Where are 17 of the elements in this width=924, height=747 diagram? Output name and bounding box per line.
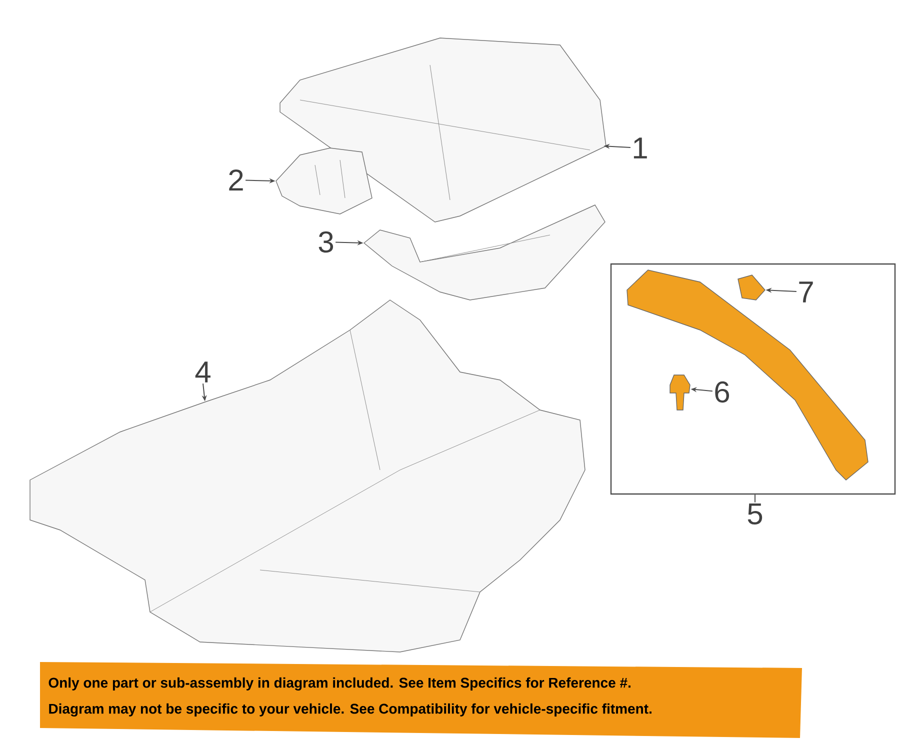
callout-number: 5 <box>748 504 762 524</box>
clip-drawing <box>738 274 766 300</box>
callout-number: 7 <box>799 282 813 302</box>
notice-text: Only one part or sub-assembly in diagram included. See Item Specifics for Reference #. <box>48 677 630 691</box>
callout-number: 4 <box>195 362 210 382</box>
bolt-drawing <box>670 374 690 410</box>
callout-number: 2 <box>229 170 243 190</box>
cover-panel-drawing <box>280 38 606 222</box>
floor-carpet-drawing <box>30 300 586 652</box>
group-frame <box>610 263 896 495</box>
leader-line <box>754 494 756 503</box>
bracket-drawing <box>276 148 372 214</box>
notice-text: Diagram may not be specific to your vehicle. See Compatibility for vehicle-specific fitment. <box>49 703 652 717</box>
sill-trim-drawing <box>626 270 868 480</box>
callout-number: 1 <box>634 138 647 158</box>
callout-number: 6 <box>715 381 730 403</box>
callout-number: 3 <box>318 231 334 253</box>
